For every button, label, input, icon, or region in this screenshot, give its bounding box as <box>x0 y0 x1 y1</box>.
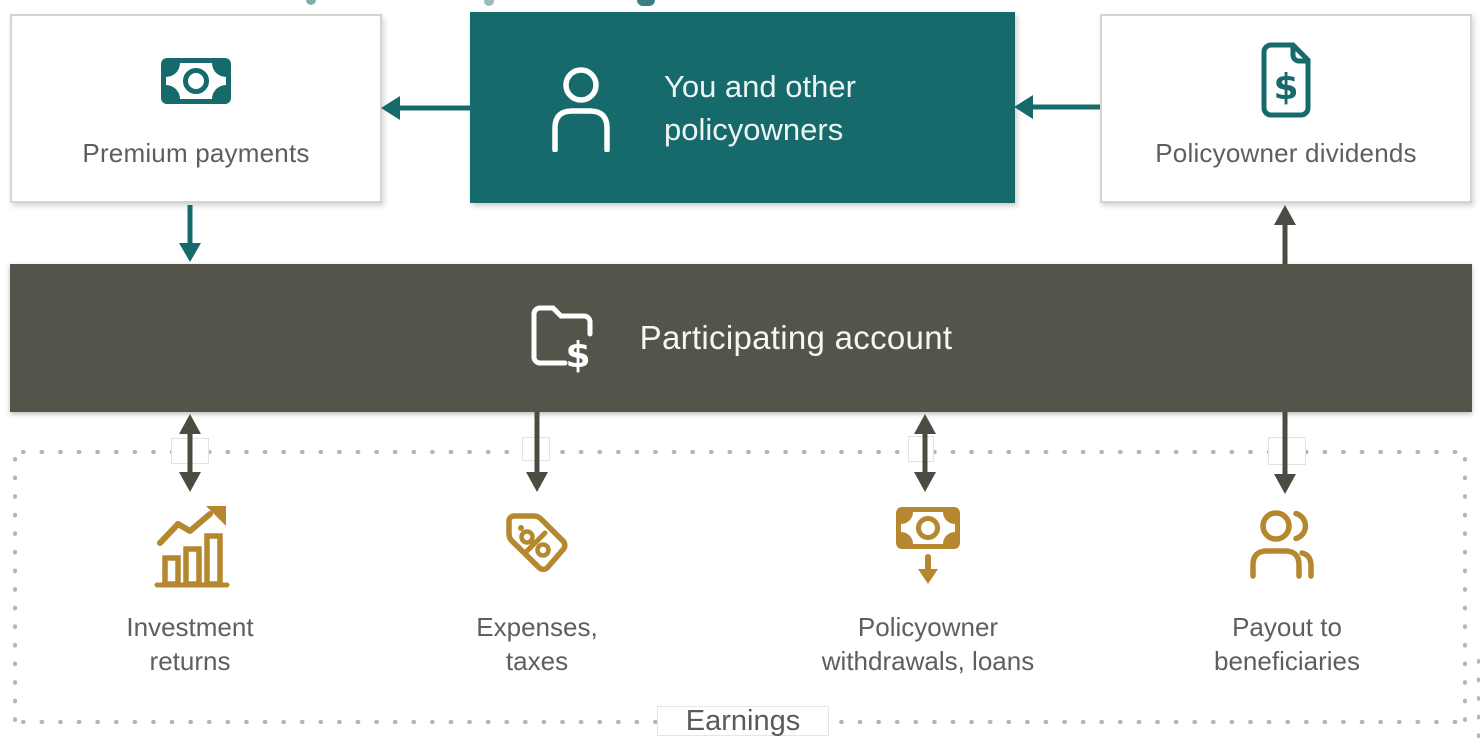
tag-percent-icon <box>497 505 577 585</box>
svg-text:$: $ <box>1273 67 1298 108</box>
policyowners-box: You and other policyowners <box>470 12 1015 203</box>
person-icon <box>548 64 614 152</box>
arrow-withdrawals-two-way <box>912 413 938 493</box>
earnings-caption: Earnings <box>685 704 801 737</box>
clipped-dotted-fragment <box>1477 652 1480 748</box>
arrow-expenses-outflow <box>524 412 550 493</box>
earnings-box-right-border <box>1463 450 1467 724</box>
earnings-box-top-border <box>14 450 1466 454</box>
people-icon <box>1248 508 1328 588</box>
policyowner-withdrawals-label: Policyowner withdrawals, loans <box>821 612 1035 676</box>
policyowner-dividends-label: Policyowner dividends <box>1155 138 1417 168</box>
document-dollar-icon: $ <box>1256 40 1316 120</box>
earnings-caption-box: Earnings <box>657 704 829 737</box>
participating-account-bar: $ Participating account <box>10 264 1472 412</box>
expenses-taxes-label: Expenses, taxes <box>476 612 598 676</box>
chart-growth-icon <box>154 505 230 589</box>
clipped-title-fragment <box>306 0 316 5</box>
arrow-dividends-to-policyowners <box>1013 94 1100 120</box>
premium-payments-box: Premium payments <box>10 14 382 203</box>
earnings-box-left-border <box>13 450 17 724</box>
arrow-investment-returns-two-way <box>177 413 203 493</box>
participating-account-label: Participating account <box>639 319 953 356</box>
cash-withdrawal-icon <box>896 507 960 587</box>
clipped-title-fragment <box>484 0 494 6</box>
premium-payments-label: Premium payments <box>82 138 310 168</box>
policyowner-dividends-box: $ Policyowner dividends <box>1100 14 1472 203</box>
investment-returns-label: Investment returns <box>126 612 254 676</box>
policyowners-label: You and other policyowners <box>664 68 856 147</box>
arrow-premium-to-account <box>177 205 203 263</box>
svg-text:$: $ <box>565 335 590 375</box>
folder-dollar-icon: $ <box>530 301 596 375</box>
border-mask <box>908 436 934 462</box>
arrow-policyowners-to-premium <box>380 95 470 121</box>
payout-beneficiaries-label: Payout to beneficiaries <box>1214 612 1360 676</box>
banknote-icon <box>161 58 231 104</box>
clipped-title-fragment <box>637 0 655 6</box>
arrow-account-to-dividends <box>1272 204 1298 264</box>
arrow-payout-outflow <box>1272 412 1298 495</box>
